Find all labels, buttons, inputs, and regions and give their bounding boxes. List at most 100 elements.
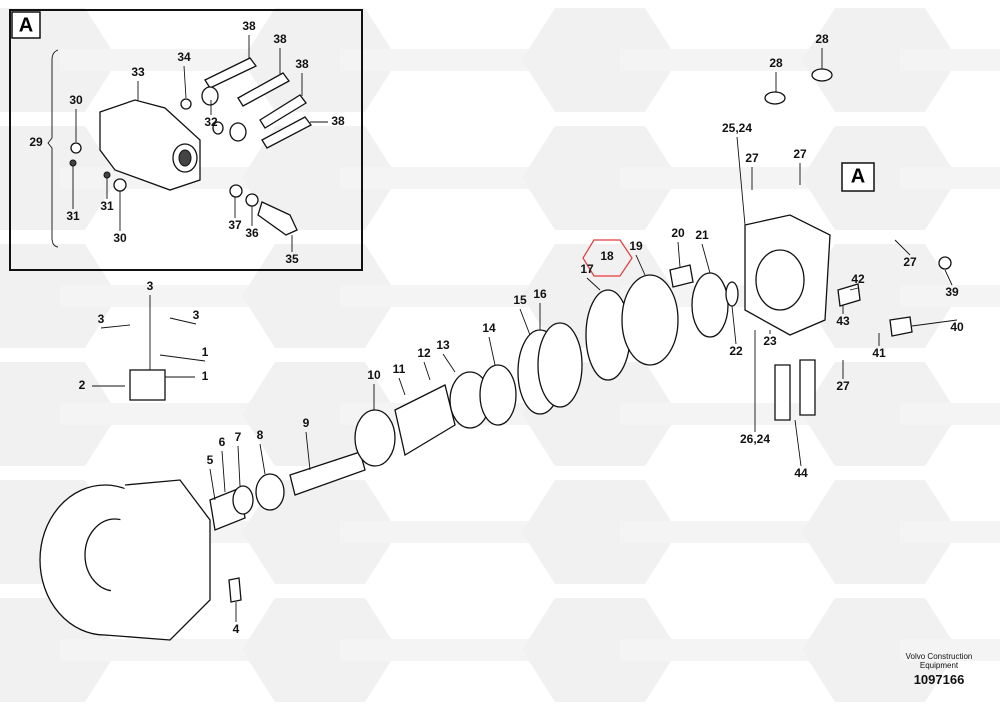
callout-main-27[interactable]: 27 — [903, 255, 917, 269]
callout-main-18[interactable]: 18 — [600, 249, 614, 263]
callout-main-41[interactable]: 41 — [872, 346, 886, 360]
watermark-band — [340, 639, 560, 661]
valve-1 — [129, 369, 166, 401]
callout-main-21[interactable]: 21 — [695, 228, 709, 242]
plate-10 — [354, 409, 396, 467]
leader-lines — [72, 35, 958, 622]
leader-line — [677, 241, 681, 268]
leader-line — [519, 308, 531, 336]
watermark-band — [900, 285, 1000, 307]
callout-main-3[interactable]: 3 — [147, 279, 154, 293]
callout-main-10[interactable]: 10 — [367, 368, 381, 382]
callout-inset-30[interactable]: 30 — [113, 231, 127, 245]
ref-box-a — [841, 162, 875, 192]
watermark-band — [60, 49, 280, 71]
callout-inset-38[interactable]: 38 — [273, 32, 287, 46]
leader-line — [731, 305, 737, 345]
watermark-hexagon — [802, 480, 958, 584]
watermark-band — [60, 285, 280, 307]
callout-inset-37[interactable]: 37 — [228, 218, 242, 232]
callout-main-28[interactable]: 28 — [815, 32, 829, 46]
pistons-11 — [394, 384, 456, 457]
callout-main-22[interactable]: 22 — [729, 344, 743, 358]
motor-assembly: A — [39, 68, 952, 641]
callout-main-39[interactable]: 39 — [945, 285, 959, 299]
inset-title: A — [19, 14, 33, 36]
watermark-layer — [0, 8, 1000, 702]
callout-main-25-24[interactable]: 25,24 — [722, 121, 752, 135]
callout-main-1[interactable]: 1 — [202, 369, 209, 383]
discs-16 — [537, 322, 583, 408]
callout-main-15[interactable]: 15 — [513, 293, 527, 307]
callout-main-12[interactable]: 12 — [417, 346, 431, 360]
leader-line — [736, 136, 746, 226]
watermark-band — [620, 167, 840, 189]
watermark-hexagon — [522, 126, 678, 230]
callout-main-14[interactable]: 14 — [482, 321, 496, 335]
callout-inset-38[interactable]: 38 — [242, 19, 256, 33]
spring-20 — [669, 264, 694, 288]
callout-main-23[interactable]: 23 — [763, 334, 777, 348]
callout-inset-31[interactable]: 31 — [100, 199, 114, 213]
callout-main-7[interactable]: 7 — [235, 430, 242, 444]
watermark-hexagon — [522, 8, 678, 112]
shaft-9 — [289, 451, 366, 496]
callout-main-16[interactable]: 16 — [533, 287, 547, 301]
watermark-hexagon — [802, 362, 958, 466]
watermark-hexagon — [802, 126, 958, 230]
callout-inset-31[interactable]: 31 — [66, 209, 80, 223]
watermark-band — [620, 639, 840, 661]
callout-main-20[interactable]: 20 — [671, 226, 685, 240]
watermark-band — [900, 49, 1000, 71]
watermark-hexagon — [242, 598, 398, 702]
callout-main-5[interactable]: 5 — [207, 453, 214, 467]
callout-main-9[interactable]: 9 — [303, 416, 310, 430]
callout-main-27[interactable]: 27 — [793, 147, 807, 161]
callout-main-40[interactable]: 40 — [950, 320, 964, 334]
drawing-number: 1097166 — [913, 672, 965, 687]
callout-inset-34[interactable]: 34 — [177, 50, 191, 64]
callout-main-11[interactable]: 11 — [393, 362, 406, 376]
watermark-hexagon — [242, 480, 398, 584]
watermark-band — [340, 521, 560, 543]
callout-inset-35[interactable]: 35 — [285, 252, 299, 266]
cartridge-35 — [257, 201, 298, 236]
company-line-2: Equipment — [919, 661, 959, 670]
callout-main-8[interactable]: 8 — [257, 428, 264, 442]
callout-main-28[interactable]: 28 — [769, 56, 783, 70]
callout-main-43[interactable]: 43 — [836, 314, 850, 328]
leader-line — [398, 377, 406, 396]
callout-inset-32[interactable]: 32 — [204, 115, 218, 129]
callout-main-1[interactable]: 1 — [202, 345, 209, 359]
callout-inset-38[interactable]: 38 — [331, 114, 345, 128]
callout-main-19[interactable]: 19 — [629, 239, 643, 253]
leader-line — [894, 239, 911, 256]
watermark-band — [900, 167, 1000, 189]
watermark-hexagon — [802, 598, 958, 702]
valve-44a — [774, 364, 791, 421]
callout-main-42[interactable]: 42 — [851, 272, 865, 286]
callout-main-2[interactable]: 2 — [79, 378, 86, 392]
callout-main-27[interactable]: 27 — [836, 379, 850, 393]
callout-main-3[interactable]: 3 — [98, 312, 105, 326]
callout-inset-33[interactable]: 33 — [131, 65, 145, 79]
callout-main-26-24[interactable]: 26,24 — [740, 432, 770, 446]
watermark-hexagon — [522, 480, 678, 584]
callout-inset-30[interactable]: 30 — [69, 93, 83, 107]
callout-main-4[interactable]: 4 — [233, 622, 240, 636]
watermark-hexagon — [802, 8, 958, 112]
callout-main-6[interactable]: 6 — [219, 435, 226, 449]
callout-inset-38[interactable]: 38 — [295, 57, 309, 71]
callout-main-3[interactable]: 3 — [193, 308, 200, 322]
ring-14 — [479, 364, 517, 426]
piston-19 — [621, 274, 679, 366]
callout-inset-36[interactable]: 36 — [245, 226, 259, 240]
callout-main-13[interactable]: 13 — [436, 338, 450, 352]
callout-inset-29[interactable]: 29 — [29, 135, 43, 149]
leader-line — [183, 65, 187, 99]
leader-line — [259, 443, 266, 475]
watermark-hexagon — [0, 126, 118, 230]
callout-main-17[interactable]: 17 — [580, 262, 594, 276]
callout-main-27[interactable]: 27 — [745, 151, 759, 165]
callout-main-44[interactable]: 44 — [794, 466, 808, 480]
